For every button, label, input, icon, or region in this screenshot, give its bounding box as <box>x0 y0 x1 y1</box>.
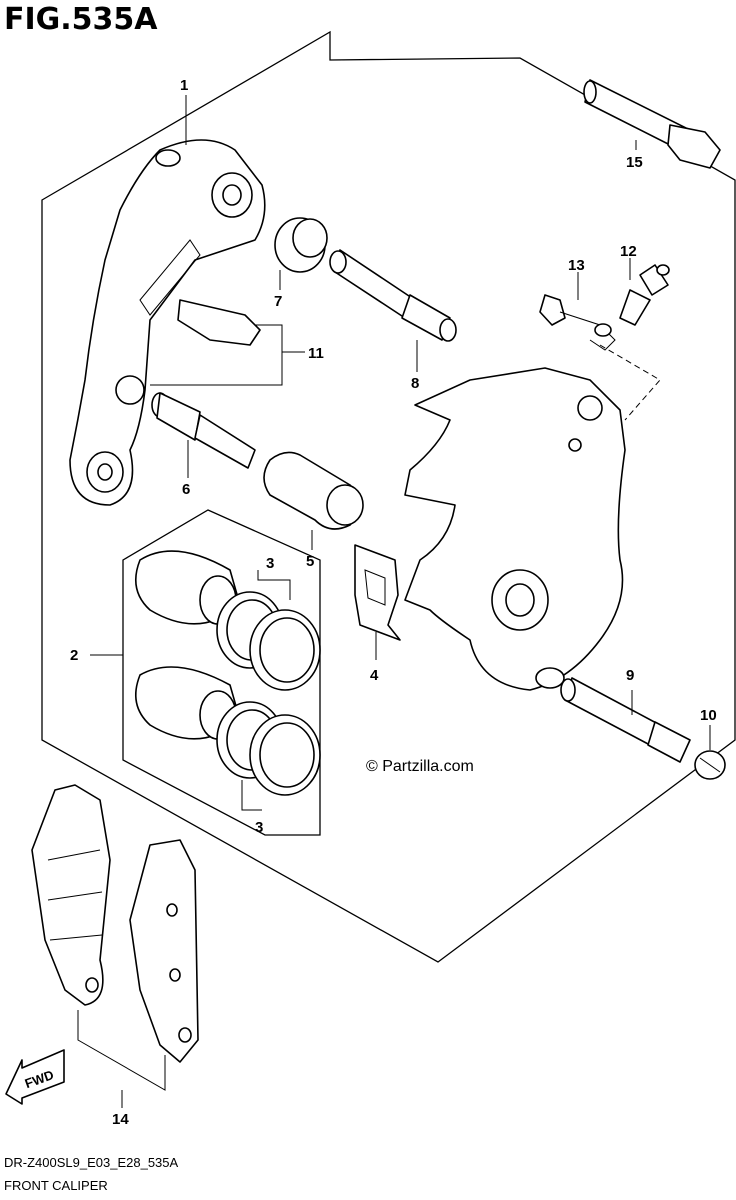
bleeder-cap <box>539 294 616 351</box>
bleeder-valve <box>619 264 670 326</box>
callout-2: 2 <box>70 647 78 664</box>
assembly-outline <box>41 30 736 963</box>
leader-lines <box>77 95 711 1108</box>
callout-3-lower: 3 <box>255 819 263 836</box>
callout-13: 13 <box>568 257 585 274</box>
callout-9: 9 <box>626 667 634 684</box>
pad-spring <box>177 299 261 346</box>
pin-boot <box>263 451 364 530</box>
callout-7: 7 <box>274 293 282 310</box>
callout-10: 10 <box>700 707 717 724</box>
bracket-boot <box>274 217 328 273</box>
callout-15: 15 <box>626 154 643 171</box>
caliper-bracket <box>69 139 266 506</box>
callout-11: 11 <box>308 345 324 362</box>
figure-title: FIG.535A <box>4 2 158 37</box>
brake-pad-right <box>129 839 199 1063</box>
callout-14: 14 <box>112 1111 129 1128</box>
pad-retainer <box>354 544 401 641</box>
slide-pin-upper <box>329 249 457 342</box>
model-code: DR-Z400SL9_E03_E28_535A <box>4 1155 179 1170</box>
piston-upper <box>134 550 321 691</box>
callout-5: 5 <box>306 553 314 570</box>
figure-caption: FRONT CALIPER <box>4 1178 108 1193</box>
callout-4: 4 <box>370 667 379 684</box>
brake-pad-left <box>31 784 111 1006</box>
slide-pin-9 <box>560 677 691 763</box>
pin-cap-10 <box>694 750 726 780</box>
fwd-arrow-icon: FWD <box>5 1049 65 1105</box>
caliper-mounting-bolt <box>583 79 721 169</box>
piston-group-outline <box>122 509 321 836</box>
caliper-body <box>404 367 626 691</box>
callout-3-upper: 3 <box>266 555 274 572</box>
callout-1: 1 <box>180 77 188 94</box>
callout-12: 12 <box>620 243 637 260</box>
slide-pin-lower <box>151 392 256 469</box>
copyright-notice: © Partzilla.com <box>366 758 474 775</box>
callout-8: 8 <box>411 375 419 392</box>
piston-lower <box>134 666 321 796</box>
callout-6: 6 <box>182 481 190 498</box>
